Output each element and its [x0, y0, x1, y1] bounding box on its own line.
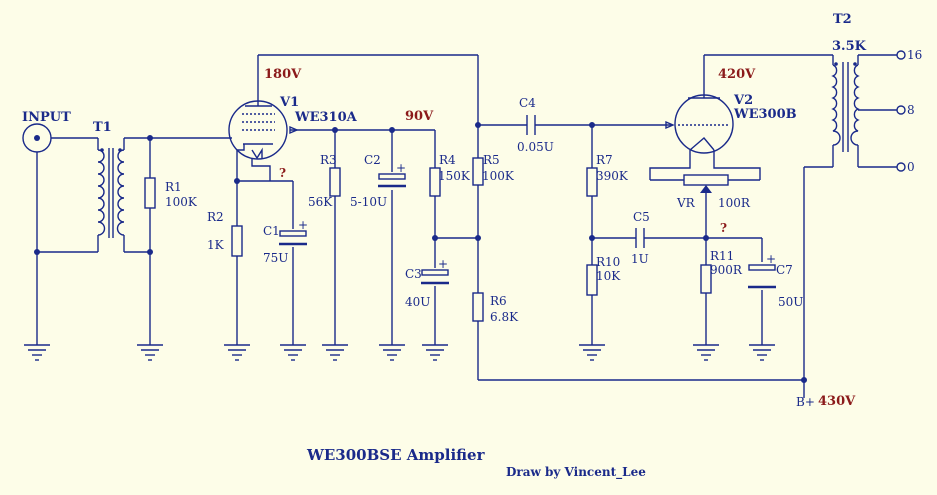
capacitor-c2: +	[378, 161, 406, 188]
t2-impedance: 3.5K	[832, 39, 867, 54]
unknown-mark-cathode: ?	[279, 166, 286, 180]
c5-ref: C5	[633, 210, 650, 224]
vr-value: 100R	[718, 196, 751, 210]
v2-ref: V2	[733, 93, 753, 108]
resistor-r7	[586, 167, 598, 197]
capacitor-c4	[526, 115, 536, 135]
ground-icon	[693, 344, 719, 361]
r3-value: 56K	[308, 195, 333, 209]
resistor-r4	[429, 167, 441, 197]
c3-value: 40U	[405, 295, 430, 309]
r10-value: 10K	[596, 269, 621, 283]
ground-icon	[224, 344, 250, 361]
author-credit: Draw by Vincent_Lee	[506, 465, 646, 480]
ground-icon	[749, 344, 775, 361]
svg-text:+: +	[396, 161, 406, 175]
c7-ref: C7	[776, 263, 793, 277]
labels: INPUT T1 T2 3.5K 16 8 0 180V 90V 420V B+…	[22, 12, 922, 480]
capacitor-c7: +	[748, 252, 776, 289]
r3-ref: R3	[320, 153, 337, 167]
ground-icon	[137, 344, 163, 361]
c3-ref: C3	[405, 267, 422, 281]
r5-ref: R5	[483, 153, 500, 167]
transformer-t1	[97, 148, 125, 238]
svg-text:+: +	[298, 218, 308, 232]
ground-icon	[422, 344, 448, 361]
resistor-r2	[231, 225, 243, 257]
c1-value: 75U	[263, 251, 288, 265]
v2-type: WE300B	[733, 107, 797, 122]
tap-8-label: 8	[907, 103, 915, 117]
output-tap-16[interactable]	[896, 50, 906, 60]
resistor-r1	[144, 177, 156, 209]
resistor-r11	[700, 264, 712, 294]
c1-ref: C1	[263, 224, 280, 238]
svg-text:+: +	[766, 252, 776, 266]
resistor-r5	[472, 157, 484, 186]
c4-value: 0.05U	[517, 140, 554, 154]
tube-v2	[665, 94, 734, 154]
v1-plate-voltage: 180V	[264, 67, 302, 82]
capacitors: + + + +	[279, 115, 776, 289]
r7-ref: R7	[596, 153, 613, 167]
c2-ref: C2	[364, 153, 381, 167]
r6-ref: R6	[490, 294, 507, 308]
v2-plate-voltage: 420V	[718, 67, 756, 82]
t1-ref: T1	[93, 120, 112, 135]
output-tap-8[interactable]	[896, 105, 906, 115]
supply-voltage: 430V	[818, 394, 856, 409]
junctions	[34, 122, 807, 383]
resistors	[144, 157, 712, 322]
r11-ref: R11	[710, 249, 734, 263]
v1-type: WE310A	[294, 110, 358, 125]
r1-value: 100K	[165, 195, 198, 209]
resistor-r10	[586, 264, 598, 296]
r10-ref: R10	[596, 255, 620, 269]
output-tap-0[interactable]	[896, 162, 906, 172]
wiring	[22, 54, 897, 398]
unknown-mark-v2-grid: ?	[720, 221, 727, 235]
resistor-r3	[329, 167, 341, 197]
r2-value: 1K	[207, 238, 225, 252]
capacitor-c3: +	[421, 257, 449, 285]
c2-value: 5-10U	[350, 195, 387, 209]
r2-ref: R2	[207, 210, 224, 224]
r11-value: 900R	[710, 263, 743, 277]
v1-stage-voltage: 90V	[405, 109, 434, 124]
ground-icon	[579, 344, 605, 361]
r5-value: 100K	[482, 169, 515, 183]
transformer-t2	[831, 50, 906, 172]
ground-icon	[379, 344, 405, 361]
resistor-r6	[472, 292, 484, 322]
capacitor-c5	[635, 228, 645, 248]
tap-0-label: 0	[907, 160, 915, 174]
v1-ref: V1	[279, 95, 299, 110]
ground-icon	[280, 344, 306, 361]
potentiometer-vr[interactable]	[683, 174, 729, 193]
r4-value: 150K	[438, 169, 471, 183]
tap-16-label: 16	[907, 48, 922, 62]
c5-value: 1U	[631, 252, 649, 266]
input-label: INPUT	[22, 110, 71, 125]
b-plus-symbol: B+	[796, 395, 815, 409]
tube-v1	[228, 100, 299, 160]
r7-value: 390K	[596, 169, 629, 183]
r1-ref: R1	[165, 180, 182, 194]
r6-value: 6.8K	[490, 310, 519, 324]
ground-icon	[322, 344, 348, 361]
svg-text:+: +	[438, 257, 448, 271]
capacitor-c1: +	[279, 218, 308, 246]
c7-value: 50U	[778, 295, 803, 309]
c4-ref: C4	[519, 96, 536, 110]
ground-icon	[24, 344, 50, 361]
diagram-title: WE300BSE Amplifier	[306, 446, 486, 464]
t2-ref: T2	[833, 12, 852, 27]
r4-ref: R4	[439, 153, 456, 167]
vr-ref: VR	[676, 196, 696, 210]
ground-symbols	[24, 344, 775, 361]
